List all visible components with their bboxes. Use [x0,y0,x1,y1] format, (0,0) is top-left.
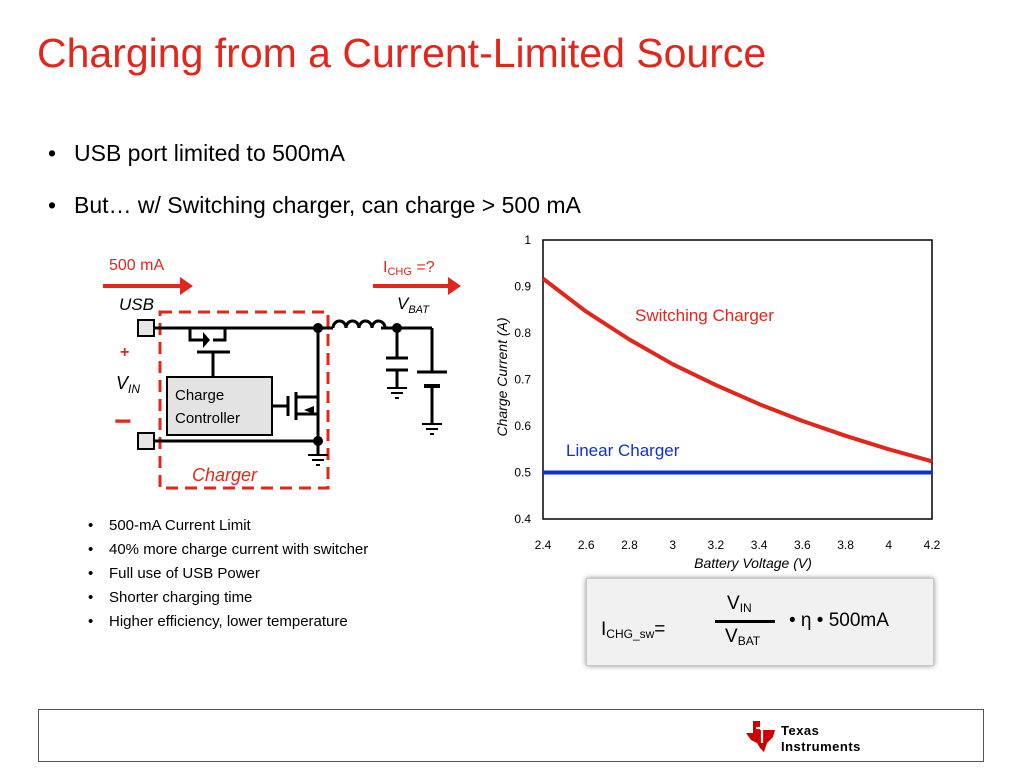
list-item: Shorter charging time [88,586,368,610]
usb-terminal-bottom [137,432,155,450]
charger-label: Charger [192,465,258,485]
y-axis-label: Charge Current (A) [494,317,510,436]
x-tick-label: 2.4 [535,538,552,552]
bullet-item: But… w/ Switching charger, can charge > … [48,192,581,219]
y-tick-label: 0.9 [514,280,531,294]
main-bullet-list: USB port limited to 500mA But… w/ Switch… [48,140,581,219]
x-tick-label: 2.8 [621,538,638,552]
footer-bar: Texas Instruments [38,709,984,762]
charge-current-chart: 2.4 2.6 2.8 3 3.2 3.4 3.6 3.8 4 4.2 0.4 0.5 0.6 0.7 0.… [494,233,941,571]
ti-logo: Texas Instruments [745,717,895,757]
logo-text-line2: Instruments [781,739,861,754]
x-tick-label: 4 [885,538,892,552]
list-item: 500-mA Current Limit [88,514,368,538]
linear-series-label: Linear Charger [566,441,680,460]
plus-sign: + [120,344,129,361]
logo-text-line1: Texas [781,723,820,738]
inductor [331,319,387,329]
ground-symbol [308,387,442,466]
input-current-label: 500 mA [109,257,164,274]
benefit-list: 500-mA Current Limit 40% more charge cur… [88,514,368,634]
list-item: Higher efficiency, lower temperature [88,610,368,634]
list-item: Full use of USB Power [88,562,368,586]
y-tick-label: 1 [524,233,531,247]
formula-lhs: ICHG_sw= [601,619,666,641]
x-tick-label: 2.6 [578,538,595,552]
texas-state-icon [746,721,775,752]
switching-charger-line [541,277,933,464]
usb-label: USB [119,295,154,314]
formula-denominator: VBAT [725,626,761,648]
y-tick-label: 0.4 [514,512,531,526]
charge-current-formula: ICHG_sw= VIN VBAT • η • 500mA [586,578,934,666]
y-tick-label: 0.6 [514,419,531,433]
bullet-item: USB port limited to 500mA [48,140,581,167]
fraction-bar [715,620,775,623]
usb-terminal-top [137,319,155,337]
charger-boundary [158,310,330,490]
x-tick-label: 4.2 [924,538,941,552]
output-capacitor [386,356,408,372]
x-tick-label: 3.8 [837,538,854,552]
formula-rhs: • η • 500mA [789,610,889,631]
x-tick-label: 3.2 [708,538,725,552]
charger-schematic: 500 mA ICHG =? USB VBAT Charger + − VIN [103,257,461,490]
charge-controller [166,376,273,436]
x-tick-label: 3 [669,538,676,552]
controller-label-line1: Charge [175,387,224,404]
list-item: 40% more charge current with switcher [88,538,368,562]
plot-area [542,239,933,520]
formula-numerator: VIN [727,593,752,615]
switching-series-label: Switching Charger [635,306,774,325]
vin-label: VIN [116,373,140,396]
x-tick-label: 3.4 [751,538,768,552]
controller-label-line2: Controller [175,410,240,427]
y-tick-label: 0.5 [514,466,531,480]
y-tick-label: 0.7 [514,373,531,387]
y-tick-label: 0.8 [514,326,531,340]
vbat-label: VBAT [397,294,430,316]
x-axis-label: Battery Voltage (V) [694,555,812,571]
minus-sign: − [114,405,132,438]
slide-title: Charging from a Current-Limited Source [37,30,767,76]
battery-symbol [417,370,447,388]
x-tick-label: 3.6 [794,538,811,552]
charge-current-label: ICHG =? [383,259,435,278]
